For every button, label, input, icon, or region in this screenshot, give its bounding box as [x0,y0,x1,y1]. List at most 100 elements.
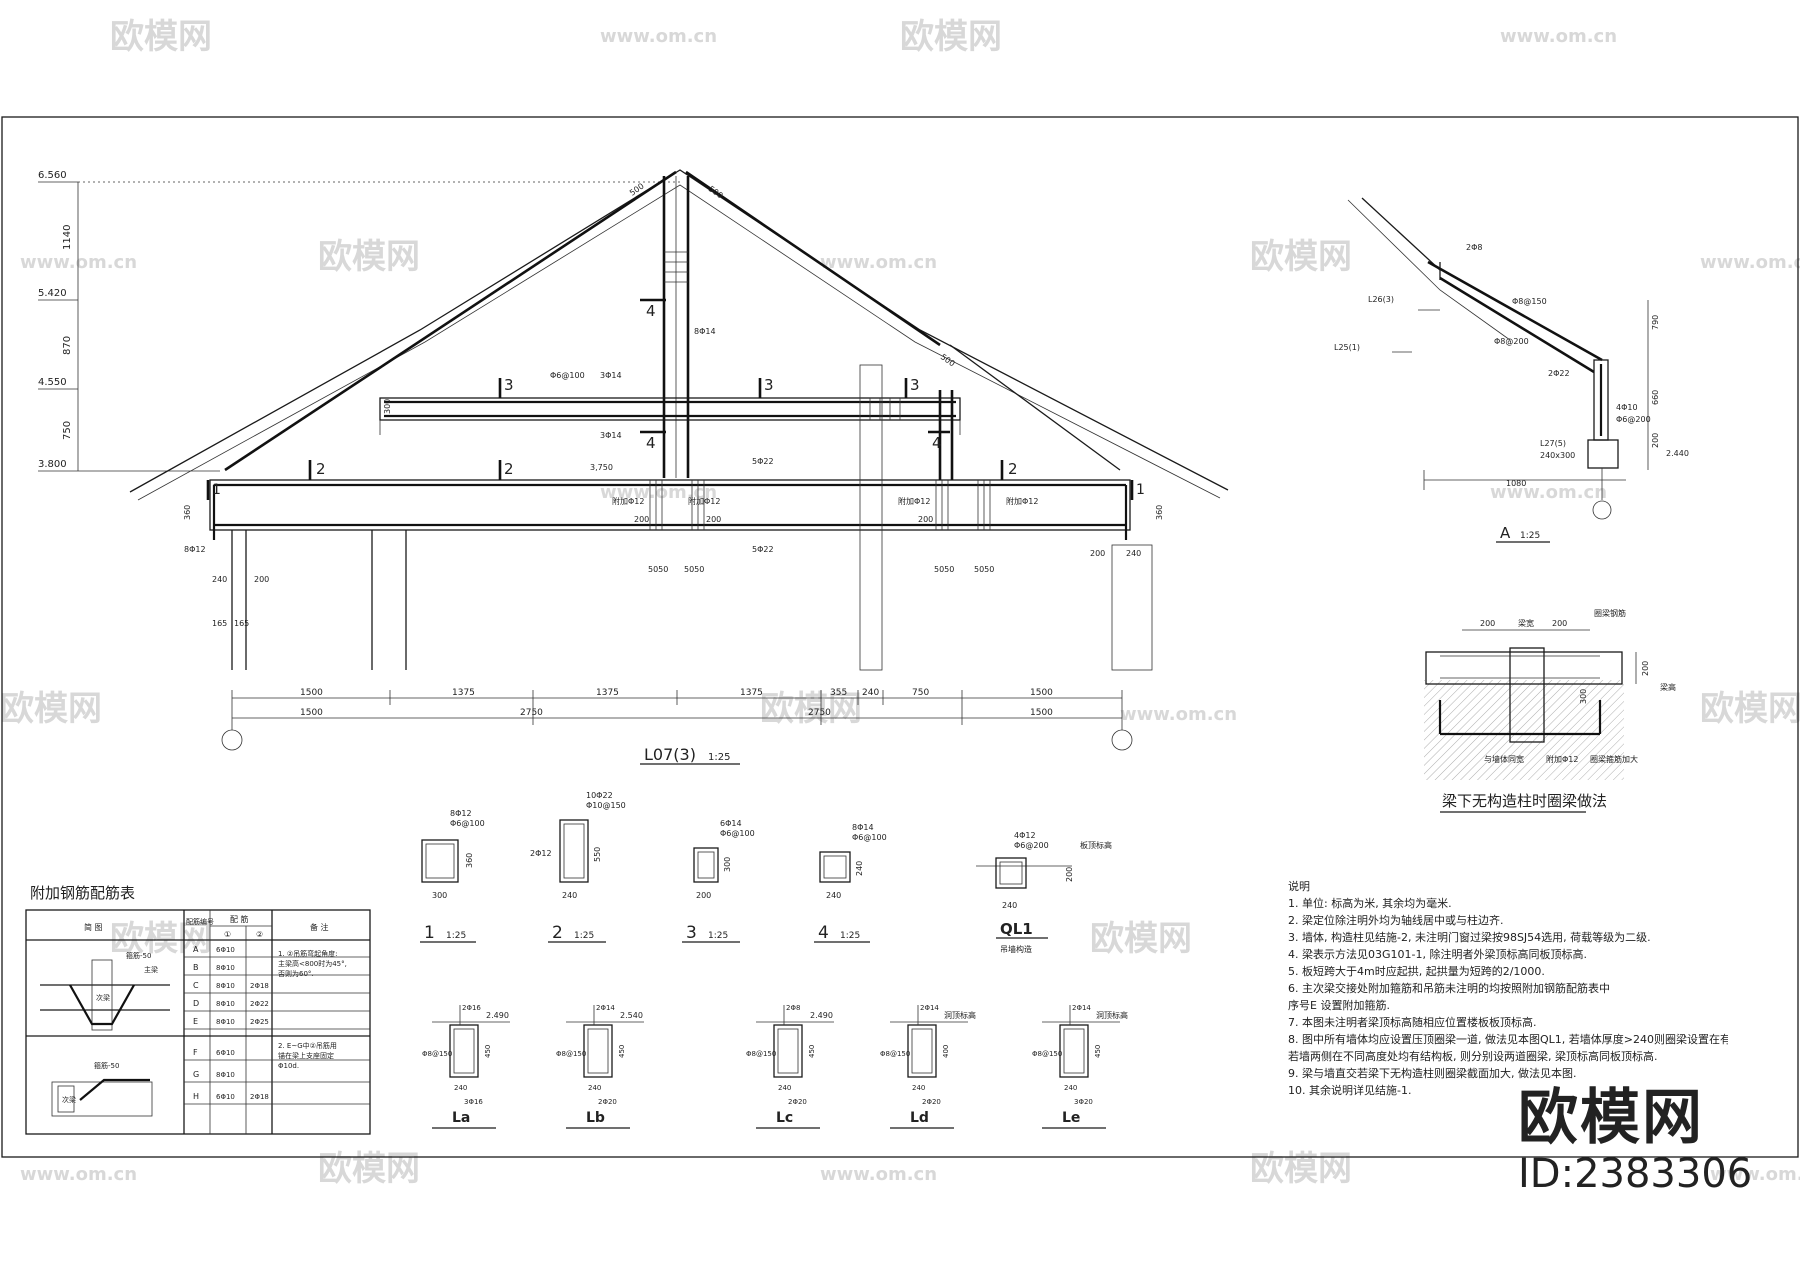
note-item: 2. 梁定位除注明外均为轴线居中或与柱边齐. [1288,914,1504,927]
note-item: 9. 梁与墙直交若梁下无构造柱则圈梁截面加大, 做法见本图. [1288,1067,1577,1080]
section-width: 200 [696,891,711,900]
section-height: 300 [723,857,732,872]
note-item: 10. 其余说明详见结施-1. [1288,1084,1412,1097]
section-width: 300 [432,891,447,900]
note-item: 1. 单位: 标高为米, 其余均为毫米. [1288,897,1452,910]
span-dim: 2750 [808,708,831,718]
section-stirrup: Φ6@100 [450,819,485,828]
edge-beam-stirrup: Φ8@150 [880,1050,910,1058]
detail-label: L27(5) [1540,439,1566,448]
watermark-site-text: www.om.cn [1710,1164,1800,1185]
rebar-table-title: 附加钢筋配筋表 [30,884,136,902]
span-dim: 240 [862,688,879,698]
section-mark: 2 [504,460,514,478]
table-row-bar2: 2Φ18 [250,1093,269,1101]
sketch-label: 主梁 [144,965,158,974]
edge-beam-top-bar: 2Φ14 [1072,1004,1091,1012]
dim-label: 5050 [684,565,704,574]
table-row-bar2: 2Φ25 [250,1018,269,1026]
section-mark: 1 [424,923,435,943]
section-scale: 1:25 [446,931,466,941]
main-beam-title: L07(3) [644,745,696,764]
table-header: 配 筋 [230,914,249,924]
detail-a-title: A [1500,524,1511,542]
ql1-stirrup: Φ6@200 [1014,841,1049,850]
section-mark: 4 [932,434,942,452]
section-height: 360 [465,853,474,868]
edge-beam-stirrup: Φ8@150 [422,1050,452,1058]
brand-name: 欧模网 [1518,1083,1704,1153]
span-dim: 1500 [300,688,323,698]
table-row-bar1: 8Φ10 [216,964,235,972]
ql1-mark: QL1 [1000,920,1033,938]
section-height: 240 [855,861,864,876]
section-cut-marks: 3 3 3 2 2 2 4 4 4 1 1 [206,298,1145,500]
section-mark: 4 [646,302,656,320]
section-mark: 2 [316,460,326,478]
ql1-note: 板顶标高 [1080,840,1112,850]
rebar-label: 附加Φ12 [688,496,720,506]
ql1-top-bar: 4Φ12 [1014,831,1036,840]
edge-beam-elevation: 2.540 [620,1011,643,1020]
section-details: 8Φ12 Φ6@100 300 360 1 1:25 10Φ22 Φ10@150… [420,791,1112,954]
section-scale: 1:25 [708,931,728,941]
detail-label: 2.440 [1666,449,1689,458]
ql1-height: 200 [1065,867,1074,882]
edge-beam-mark: Lb [586,1110,605,1126]
watermark-site-text: www.om.cn [1490,482,1607,503]
height-dim: 750 [62,421,73,440]
edge-beam-sections: 2Φ163Φ16Φ8@1502404502.490La2Φ142Φ20Φ8@15… [422,1004,1128,1129]
section-height: 550 [593,847,602,862]
edge-beam-height: 450 [484,1045,492,1058]
rebar-label: 8Φ14 [694,327,716,336]
edge-beam-elevation: 洞顶标高 [944,1010,976,1020]
ring-label: 梁高 [1660,682,1676,692]
sketch-label: 箍筋-50 [126,951,151,960]
edge-beam-width: 240 [454,1084,467,1092]
watermark-logo-text: 欧模网 [1250,237,1352,277]
elevation-label: 6.560 [38,170,67,181]
note-item: 6. 主次梁交接处附加箍筋和吊筋未注明的均按照附加钢筋配筋表中 [1288,982,1610,995]
elevation-label: 4.550 [38,377,67,388]
detail-label: 4Φ10 [1616,403,1638,412]
edge-beam-stirrup: Φ8@150 [556,1050,586,1058]
table-remark: 锚在梁上支座固定 [278,1051,334,1060]
edge-beam-stirrup: Φ8@150 [746,1050,776,1058]
watermark-logo-text: 欧模网 [1090,919,1192,959]
section-mark: 3 [910,376,920,394]
watermark-layer: 欧模网欧模网欧模网欧模网欧模网欧模网欧模网欧模网欧模网欧模网欧模网www.om.… [0,17,1800,1189]
table-row-id: H [193,1092,199,1101]
edge-beam-top-bar: 2Φ16 [462,1004,481,1012]
sketch-label: 箍筋-50 [94,1061,119,1070]
note-item: 8. 图中所有墙体均应设置压顶圈梁一道, 做法见本图QL1, 若墙体厚度>240… [1288,1033,1728,1046]
table-remark: Φ10d. [278,1062,299,1070]
edge-beam-stirrup: Φ8@150 [1032,1050,1062,1058]
watermark-site-text: www.om.cn [600,482,717,503]
section-stirrup: Φ6@100 [852,833,887,842]
watermark-logo-text: 欧模网 [318,237,420,277]
section-mark: 1 [212,482,221,498]
table-row-id: C [193,981,199,990]
height-dim: 870 [62,336,73,355]
span-dim: 2750 [520,708,543,718]
dim-label: 165 [212,619,227,628]
dim-label: 500 [939,352,957,368]
edge-beam-bottom-bar: 3Φ16 [464,1098,483,1106]
ring-label: 200 [1552,619,1567,628]
detail-label: 790 [1651,315,1660,330]
rebar-label: 附加Φ12 [898,496,930,506]
edge-beam-width: 240 [588,1084,601,1092]
edge-beam-bottom-bar: 2Φ20 [598,1098,617,1106]
rebar-label: 8Φ12 [184,545,206,554]
rebar-label: Φ6@100 [550,371,585,380]
watermark-logo-text: 欧模网 [110,17,212,57]
section-mark: 3 [504,376,514,394]
watermark-logo-text: 欧模网 [1250,1149,1352,1189]
table-row-id: D [193,999,199,1008]
watermark-logo-text: 欧模网 [110,919,212,959]
note-item: 3. 墙体, 构造柱见结施-2, 未注明门窗过梁按98SJ54选用, 荷载等级为… [1288,931,1651,944]
table-row-bar1: 6Φ10 [216,946,235,954]
